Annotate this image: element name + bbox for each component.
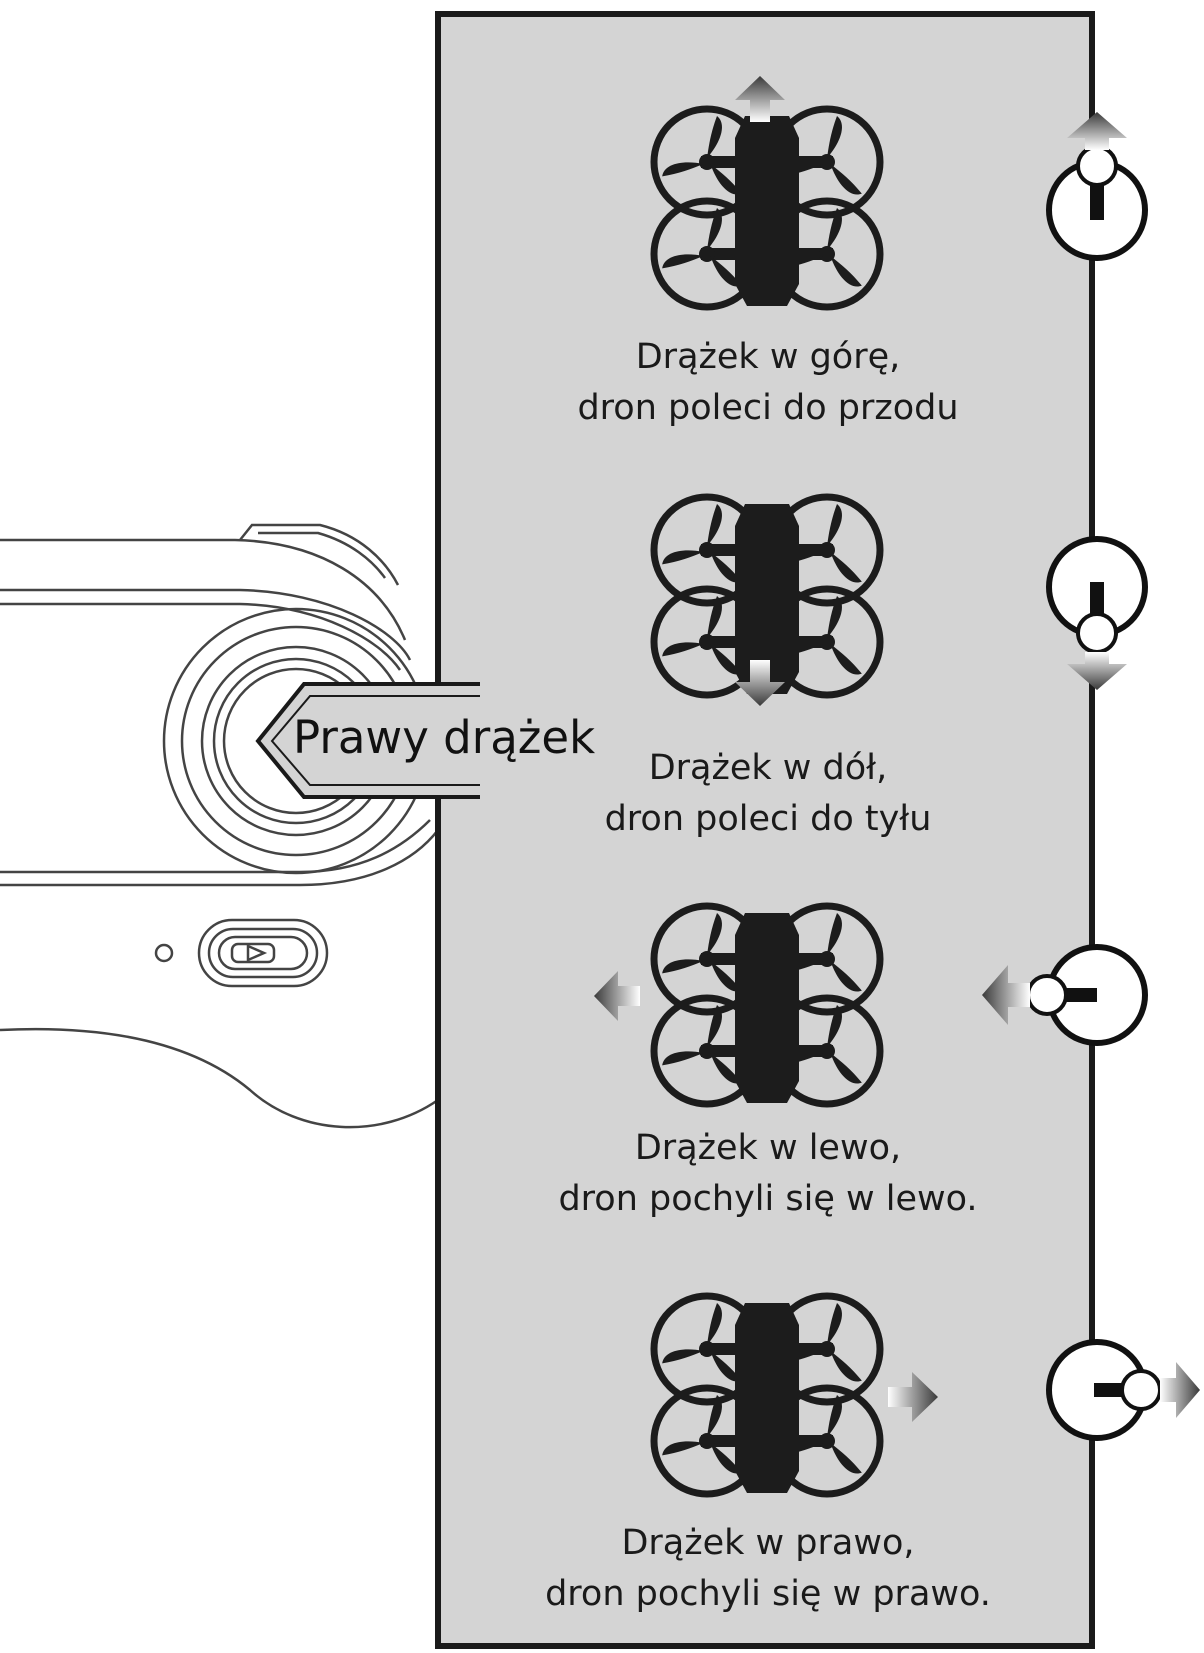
direction-arrow-left <box>594 971 640 1021</box>
direction-arrow-right <box>888 1372 938 1422</box>
stick-indicator-down <box>1046 536 1148 690</box>
controller-shoulder-line-2 <box>0 602 402 671</box>
stick-arrow-down-icon <box>1067 652 1127 690</box>
caption-backward-line2: dron poleci do tyłu <box>604 799 932 839</box>
callout-tab <box>255 682 480 799</box>
controller-grip-edge <box>0 1027 439 1129</box>
callout-tab-outline <box>255 682 480 799</box>
power-button-inner <box>217 935 309 971</box>
callout-tab-inner-outline <box>270 695 480 786</box>
direction-arrow-up <box>735 76 785 122</box>
stick-indicator-right <box>1046 1339 1200 1441</box>
shoulder-button-inner <box>258 531 387 579</box>
controller-small-buttons <box>154 918 329 988</box>
caption-tilt-left-line1: Drążek w lewo, <box>634 1128 902 1168</box>
controller-middle-line-2 <box>0 829 439 887</box>
controller-shoulder-line-1 <box>0 588 412 661</box>
shoulder-button <box>239 523 400 586</box>
caption-backward: Drążek w dół, dron poleci do tyłu <box>438 743 1098 845</box>
power-button-play-icon <box>246 944 268 962</box>
controller-top-edge <box>0 538 407 641</box>
caption-forward: Drążek w górę, dron poleci do przodu <box>438 332 1098 434</box>
stick-arrow-right-icon <box>1160 1362 1200 1418</box>
stick-arrow-left-icon <box>982 965 1030 1025</box>
stick-arrow-up-icon <box>1067 112 1127 150</box>
callout-tab-shape <box>258 684 480 797</box>
caption-tilt-left: Drążek w lewo, dron pochyli się w lewo. <box>438 1123 1098 1225</box>
power-button-mid <box>207 927 319 979</box>
caption-tilt-right: Drążek w prawo, dron pochyli się w prawo… <box>438 1518 1098 1620</box>
stick-indicator-left <box>982 944 1148 1046</box>
caption-tilt-left-line2: dron pochyli się w lewo. <box>558 1179 978 1219</box>
led-indicator <box>154 943 174 963</box>
caption-forward-line2: dron poleci do przodu <box>577 388 959 428</box>
step-forward <box>654 76 1148 307</box>
step-tilt-right <box>654 1296 1200 1494</box>
caption-tilt-right-line1: Drążek w prawo, <box>621 1523 915 1563</box>
power-button-core <box>230 942 276 964</box>
caption-tilt-right-line2: dron pochyli się w prawo. <box>545 1574 991 1614</box>
caption-backward-line1: Drążek w dół, <box>648 748 888 788</box>
direction-arrow-down <box>735 660 785 706</box>
step-tilt-left <box>594 906 1148 1104</box>
stick-indicator-up <box>1046 112 1148 261</box>
step-backward <box>654 497 1148 706</box>
caption-forward-line1: Drążek w górę, <box>635 337 901 377</box>
right-stick-label: Prawy drążek <box>293 711 596 764</box>
power-button-outer <box>197 918 329 988</box>
